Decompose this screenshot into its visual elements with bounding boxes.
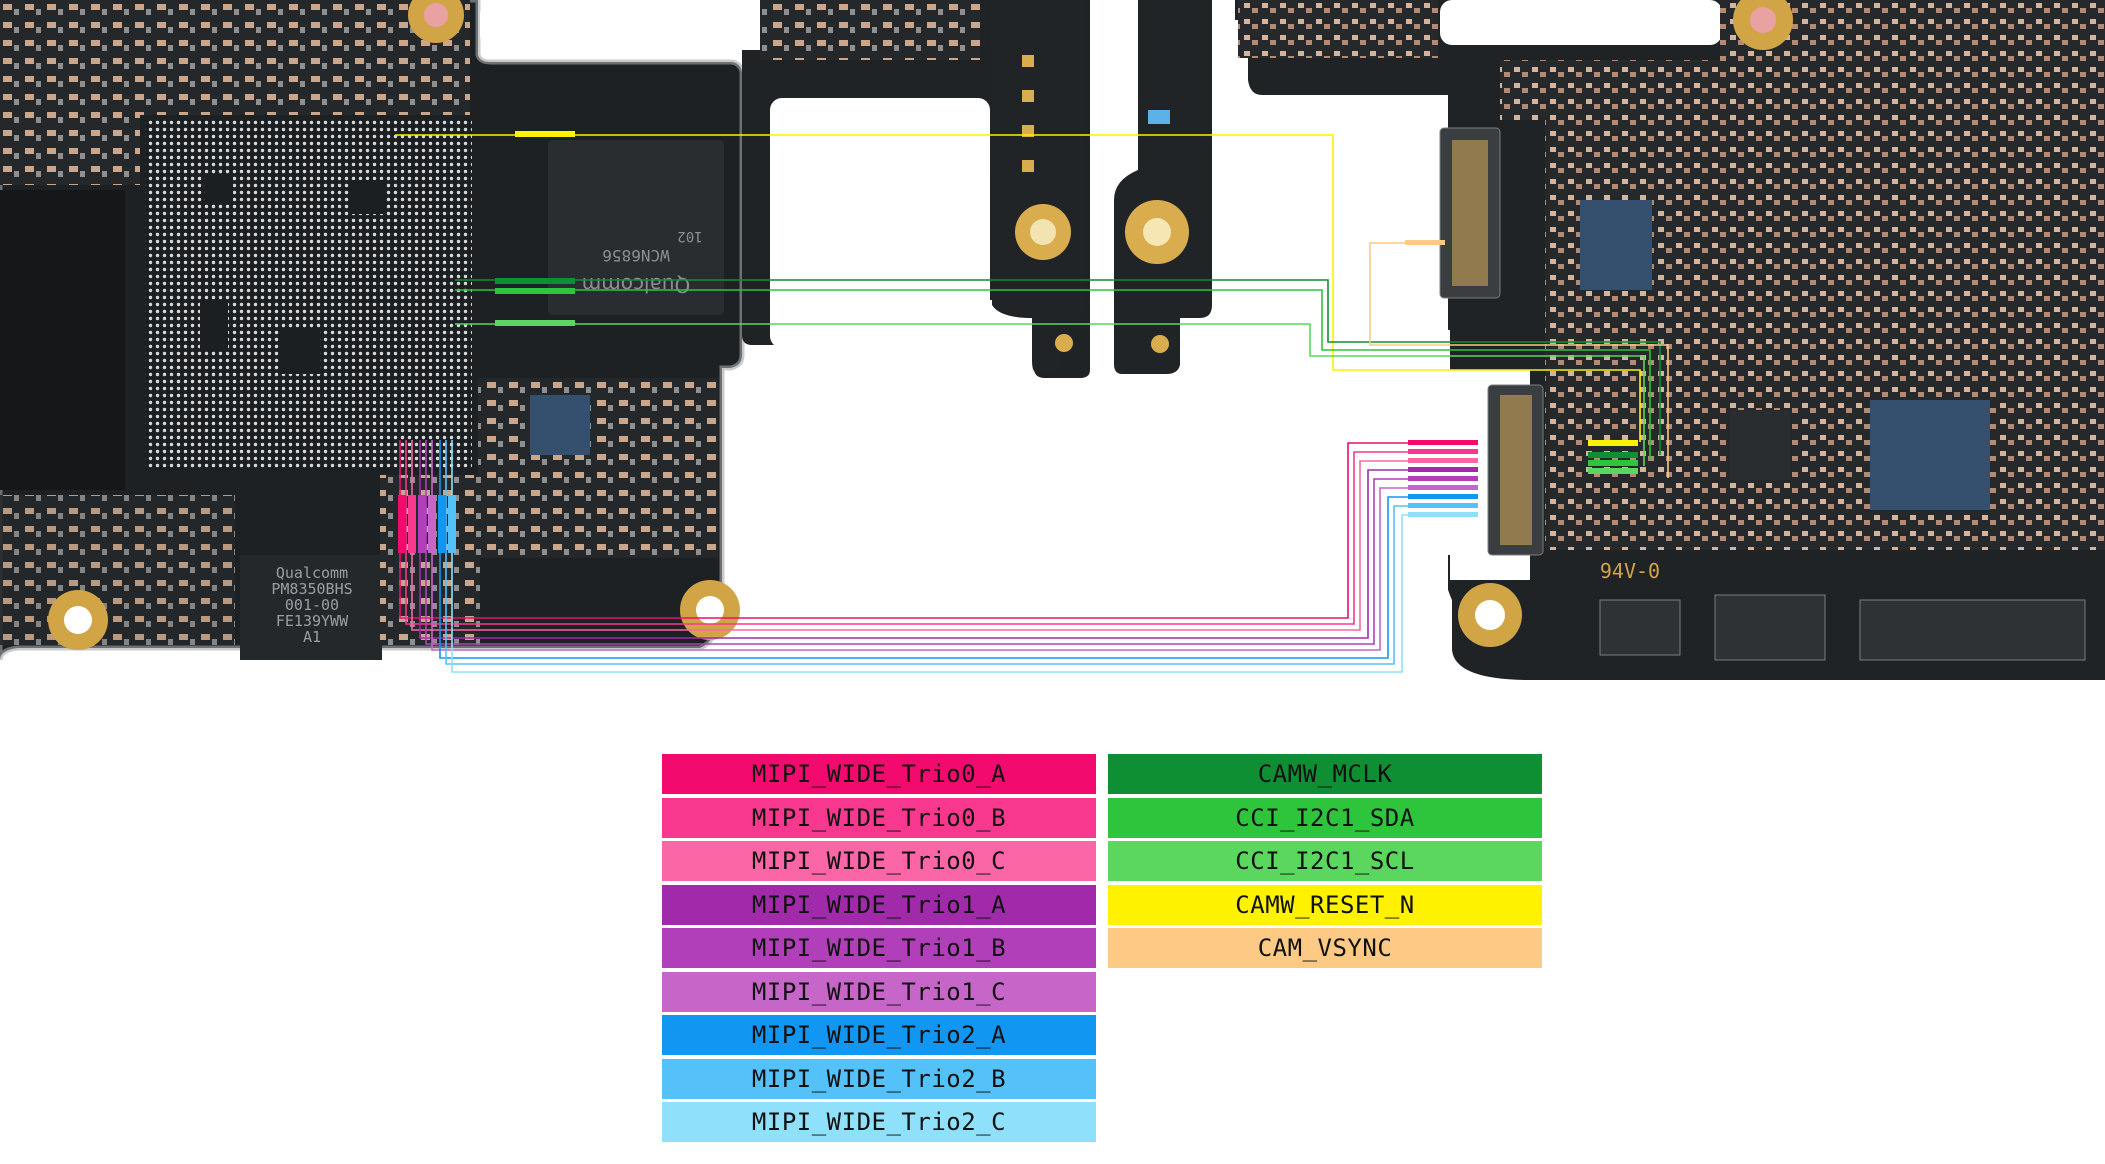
legend-item-camw-reset-n: CAMW_RESET_N (1108, 884, 1542, 925)
pmic-line3: FE139YWW (276, 612, 349, 630)
legend-item-mipi-wide-trio1-a: MIPI_WIDE_Trio1_A (662, 884, 1096, 925)
trace-trio0-b (405, 440, 1478, 625)
legend-item-cam-vsync: CAM_VSYNC (1108, 928, 1542, 968)
legend-item-mipi-wide-trio0-c: MIPI_WIDE_Trio0_C (662, 841, 1096, 881)
trace-trio0-a (399, 440, 1478, 619)
legend-item-mipi-wide-trio0-a: MIPI_WIDE_Trio0_A (662, 754, 1096, 794)
pmic-line2: 001-00 (285, 596, 339, 614)
legend-item-mipi-wide-trio1-b: MIPI_WIDE_Trio1_B (662, 928, 1096, 968)
wifi-chip (548, 140, 724, 315)
bottom-connector-3 (1859, 599, 2086, 661)
bottom-connector-2 (1714, 594, 1826, 661)
right-top-cutout (1440, 0, 1722, 45)
trace-cci-scl (455, 323, 1645, 466)
pmic-line4: A1 (303, 628, 321, 646)
legend-item-mipi-wide-trio2-c: MIPI_WIDE_Trio2_C (662, 1102, 1096, 1142)
legend-item-camw-mclk: CAMW_MCLK (1108, 754, 1542, 794)
lower-cutout (742, 378, 1042, 668)
right-chip-2 (1870, 400, 1990, 510)
legend-item-mipi-wide-trio0-b: MIPI_WIDE_Trio0_B (662, 797, 1096, 838)
right-board: 94V-0 (1235, 0, 2105, 680)
pmic-model: PM8350BHS (271, 580, 352, 598)
top-cutout-left (480, 0, 778, 50)
wifi-chip-brand: Qualcomm (582, 273, 690, 297)
legend-item-cci-i2c1-scl: CCI_I2C1_SCL (1108, 841, 1542, 881)
ul-mark: 94V-0 (1600, 559, 1660, 583)
trace-cam-vsync (1369, 242, 1669, 478)
memory-chip (0, 190, 125, 490)
pmic-chip (240, 555, 382, 660)
legend-item-mipi-wide-trio2-b: MIPI_WIDE_Trio2_B (662, 1058, 1096, 1099)
legend-item-cci-i2c1-sda: CCI_I2C1_SDA (1108, 797, 1542, 838)
center-cutout (770, 98, 990, 348)
trace-cci-sda (455, 289, 1651, 460)
legend-item-mipi-wide-trio1-c: MIPI_WIDE_Trio1_C (662, 971, 1096, 1012)
legend-item-mipi-wide-trio2-a: MIPI_WIDE_Trio2_A (662, 1015, 1096, 1055)
trace-camw-reset-n (395, 134, 1641, 442)
right-chip-1 (1580, 200, 1652, 290)
left-board: Qualcomm WCN6856 102 Qualcomm PM8350BHS … (0, 0, 1212, 668)
wifi-chip-model: WCN6856 (602, 246, 669, 265)
right-antenna-tab (1114, 0, 1212, 374)
soc-bga (145, 120, 472, 470)
pmic-brand: Qualcomm (276, 564, 348, 582)
trace-trio1-a (419, 440, 1478, 639)
wifi-chip-line2: 102 (677, 228, 702, 244)
trace-camw-mclk (455, 279, 1661, 455)
soc-signal-pads (398, 131, 1638, 553)
bottom-connector-1 (1599, 599, 1681, 656)
left-antenna-tab (990, 0, 1085, 372)
trace-trio0-c (411, 440, 1478, 631)
